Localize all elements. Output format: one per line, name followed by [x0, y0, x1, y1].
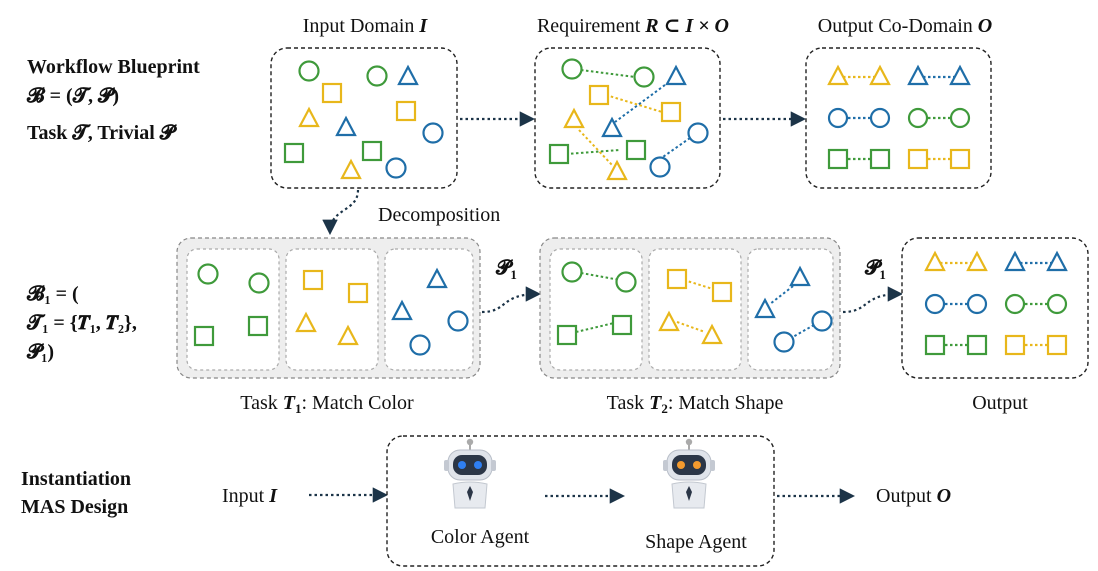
- b1-line-2: 𝓣₁ = {𝑻₁, 𝑻₂},: [26, 312, 137, 334]
- color-agent-label: Color Agent: [431, 526, 530, 548]
- shape-agent-robot-icon: [663, 438, 715, 509]
- instantiation-label: Instantiation: [21, 468, 131, 490]
- input-domain-label: Input Domain I: [303, 15, 429, 37]
- shape-agent-label: Shape Agent: [645, 531, 747, 553]
- output-codomain-pairs: [827, 64, 971, 170]
- requirement-label: Requirement R ⊂ I × O: [537, 15, 729, 37]
- output-box: [901, 237, 1089, 379]
- output-codomain-label: Output Co-Domain O: [818, 15, 992, 37]
- task2-yellow-group: [648, 248, 742, 371]
- output-caption: Output: [972, 392, 1028, 414]
- task1-green-group: [186, 248, 280, 371]
- p1-label-left: 𝓟1: [495, 257, 517, 282]
- task2-links: [575, 272, 815, 339]
- blueprint-title: Workflow Blueprint: [27, 56, 200, 78]
- p1-arrow-right: [842, 286, 904, 314]
- task1-caption: Task T1: Match Color: [240, 392, 414, 416]
- task1-shapes: [193, 263, 469, 356]
- p1-label-right: 𝓟1: [864, 257, 886, 282]
- p1-arrow-left: [481, 286, 542, 314]
- input-domain-shapes: [283, 60, 444, 180]
- color-agent-robot-icon: [444, 438, 496, 509]
- mas-input-label: Input I: [222, 485, 278, 507]
- task2-caption: Task T2: Match Shape: [607, 392, 784, 416]
- output-pairs: [924, 250, 1068, 356]
- task-trivial-label: Task 𝓣, Trivial 𝓟: [27, 122, 178, 144]
- task1-yellow-group: [285, 248, 379, 371]
- mas-output-label: Output O: [876, 485, 951, 507]
- decomposition-label: Decomposition: [378, 204, 500, 226]
- mas-design-label: MAS Design: [21, 496, 128, 518]
- b1-line-3: 𝓟₁): [26, 341, 54, 363]
- blueprint-equation: 𝓑 = (𝓣, 𝓟): [26, 85, 119, 107]
- task2-shapes: [556, 261, 833, 353]
- decomposition-arrow: [322, 189, 360, 236]
- task2-blue-group: [747, 248, 834, 371]
- task1-blue-group: [384, 248, 474, 371]
- b1-line-1: 𝓑₁ = (: [26, 283, 79, 305]
- requirement-shapes: [548, 58, 709, 181]
